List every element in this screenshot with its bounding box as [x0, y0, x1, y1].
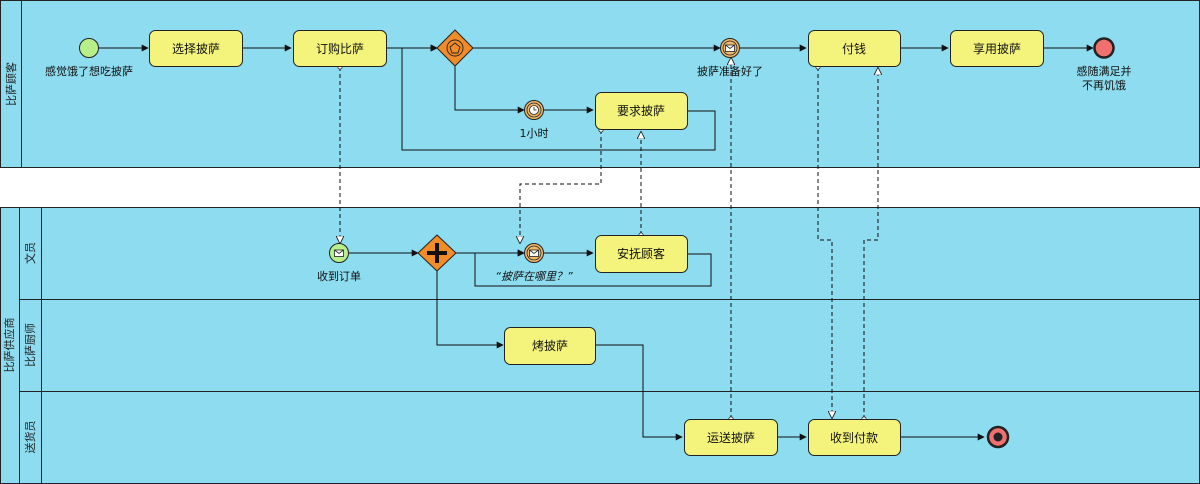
task-ask-pizza[interactable]: 要求披萨: [595, 92, 688, 130]
end-event-supplier: [986, 425, 1010, 449]
end-event-label-line1: 感随满足并: [1077, 64, 1132, 78]
where-pizza-label: “披萨在哪里？”: [495, 270, 573, 283]
task-ask-pizza-label: 要求披萨: [617, 104, 665, 118]
lane-delivery-label: 送货员: [23, 421, 37, 454]
task-pay-label: 付钱: [842, 41, 866, 56]
task-eat-pizza-label: 享用披萨: [973, 41, 1021, 56]
parallel-gateway: [417, 234, 457, 272]
task-deliver-pizza[interactable]: 运送披萨: [684, 419, 778, 456]
message-event-pizza-ready: [720, 38, 740, 58]
task-bake-pizza[interactable]: 烤披萨: [504, 327, 596, 365]
start-event-hungry: [79, 38, 99, 58]
task-deliver-pizza-label: 运送披萨: [707, 430, 755, 445]
task-bake-pizza-label: 烤披萨: [532, 338, 568, 353]
task-receive-payment[interactable]: 收到付款: [808, 419, 901, 456]
end-event-satisfied: [1093, 37, 1115, 59]
task-order-pizza-label: 订购比萨: [316, 41, 364, 56]
timer-event-one-hour: [524, 100, 544, 120]
task-choose-pizza[interactable]: 选择披萨: [149, 30, 243, 67]
task-choose-pizza-label: 选择披萨: [172, 42, 220, 56]
pool-customer-label: 比萨顾客: [4, 62, 18, 106]
lane-chef-label: 比萨厨师: [24, 323, 37, 367]
task-order-pizza[interactable]: 订购比萨: [293, 30, 387, 67]
start-event-label: 感觉饿了想吃披萨: [45, 64, 133, 78]
message-event-where-pizza: [524, 243, 544, 263]
message-start-order-received: [329, 243, 349, 263]
end-event-label-line2: 不再饥饿: [1082, 78, 1126, 92]
lane-clerk-label: 文员: [23, 242, 37, 264]
pizza-ready-label: 披萨准备好了: [697, 64, 763, 78]
order-received-label: 收到订单: [317, 269, 361, 283]
task-calm-customer-label: 安抚顾客: [617, 246, 665, 261]
task-eat-pizza[interactable]: 享用披萨: [950, 30, 1044, 67]
event-based-gateway: [436, 29, 474, 67]
task-calm-customer[interactable]: 安抚顾客: [595, 235, 688, 273]
sequence-flows-supplier: [349, 249, 985, 441]
pool-supplier-label: 比萨供应商: [2, 318, 16, 373]
one-hour-label: 1小时: [520, 127, 549, 140]
task-receive-payment-label: 收到付款: [830, 431, 878, 445]
task-pay[interactable]: 付钱: [808, 30, 901, 67]
message-flows: [340, 58, 878, 419]
pool-customer: 比萨顾客: [0, 0, 1200, 168]
